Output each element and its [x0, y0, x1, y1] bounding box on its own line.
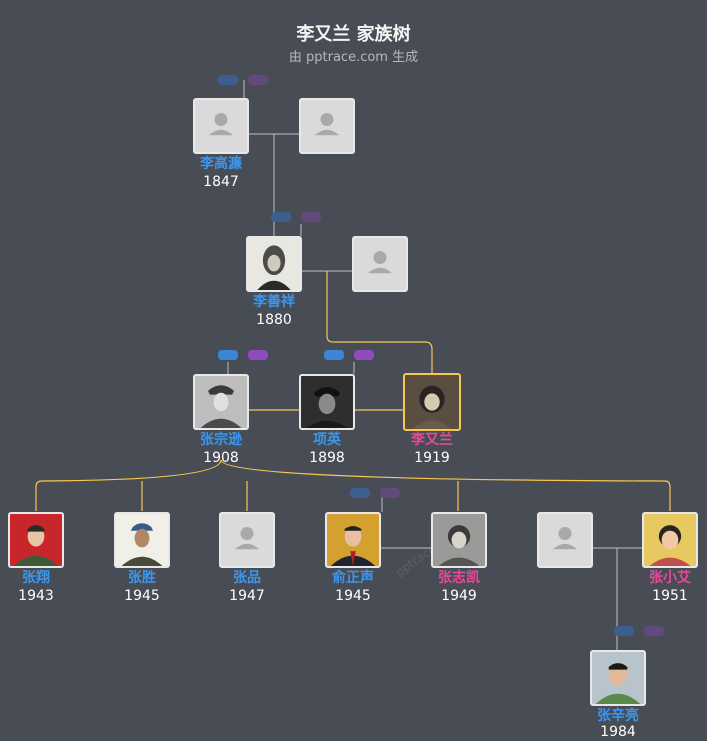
expand-father-toggle[interactable] — [350, 488, 370, 498]
expand-mother-toggle[interactable] — [354, 350, 374, 360]
person-name[interactable]: 张辛亮 — [597, 708, 639, 724]
person-photo-placeholder[interactable] — [299, 98, 355, 154]
person-birth-year: 1919 — [414, 450, 450, 466]
person-name[interactable]: 张翔 — [22, 570, 50, 586]
expand-father-toggle[interactable] — [271, 212, 291, 222]
expand-mother-toggle[interactable] — [644, 626, 664, 636]
page-subtitle: 由 pptrace.com 生成 — [288, 50, 419, 65]
person-photo[interactable] — [590, 650, 646, 706]
person-photo-selected[interactable] — [403, 373, 461, 431]
expand-father-toggle[interactable] — [614, 626, 634, 636]
person-photo[interactable] — [8, 512, 64, 568]
expand-mother-toggle[interactable] — [248, 75, 268, 85]
person-name[interactable]: 李又兰 — [411, 432, 453, 448]
person-birth-year: 1908 — [203, 450, 239, 466]
person-birth-year: 1943 — [18, 588, 54, 604]
person-name[interactable]: 张品 — [233, 570, 261, 586]
portrait-image — [327, 514, 379, 566]
person-birth-year: 1949 — [441, 588, 477, 604]
person-birth-year: 1945 — [335, 588, 371, 604]
person-photo-placeholder[interactable] — [219, 512, 275, 568]
connector — [326, 271, 433, 373]
person-birth-year: 1951 — [652, 588, 688, 604]
expand-father-toggle[interactable] — [218, 75, 238, 85]
person-photo-placeholder[interactable] — [352, 236, 408, 292]
portrait-image — [10, 514, 62, 566]
person-photo[interactable] — [642, 512, 698, 568]
portrait-image — [116, 514, 168, 566]
person-silhouette-icon — [301, 100, 353, 152]
expand-father-toggle[interactable] — [324, 350, 344, 360]
person-birth-year: 1847 — [203, 174, 239, 190]
expand-father-toggle[interactable] — [218, 350, 238, 360]
person-name[interactable]: 俞正声 — [332, 570, 374, 586]
person-photo-placeholder[interactable] — [193, 98, 249, 154]
person-birth-year: 1984 — [600, 724, 636, 740]
expand-mother-toggle[interactable] — [301, 212, 321, 222]
person-photo[interactable] — [114, 512, 170, 568]
portrait-image — [644, 514, 696, 566]
person-photo[interactable] — [246, 236, 302, 292]
person-photo[interactable] — [299, 374, 355, 430]
portrait-image — [433, 514, 485, 566]
person-birth-year: 1947 — [229, 588, 265, 604]
person-name[interactable]: 项英 — [313, 432, 341, 448]
person-name[interactable]: 李高濂 — [200, 156, 242, 172]
expand-mother-toggle[interactable] — [248, 350, 268, 360]
person-birth-year: 1945 — [124, 588, 160, 604]
portrait-image — [248, 238, 300, 290]
person-photo-placeholder[interactable] — [537, 512, 593, 568]
person-silhouette-icon — [195, 100, 247, 152]
portrait-image — [405, 375, 459, 429]
page-title: 李又兰 家族树 — [296, 24, 411, 45]
person-name[interactable]: 张小艾 — [649, 570, 691, 586]
person-name[interactable]: 张胜 — [128, 570, 156, 586]
person-name[interactable]: 李善祥 — [253, 294, 295, 310]
person-name[interactable]: 张宗逊 — [200, 432, 242, 448]
connector — [220, 459, 671, 511]
portrait-image — [195, 376, 247, 428]
expand-mother-toggle[interactable] — [380, 488, 400, 498]
person-silhouette-icon — [539, 514, 591, 566]
connector — [35, 459, 222, 511]
person-photo[interactable] — [431, 512, 487, 568]
person-birth-year: 1880 — [256, 312, 292, 328]
person-silhouette-icon — [354, 238, 406, 290]
person-silhouette-icon — [221, 514, 273, 566]
person-name[interactable]: 张志凯 — [438, 570, 480, 586]
portrait-image — [592, 652, 644, 704]
person-birth-year: 1898 — [309, 450, 345, 466]
person-photo[interactable] — [325, 512, 381, 568]
person-photo[interactable] — [193, 374, 249, 430]
portrait-image — [301, 376, 353, 428]
